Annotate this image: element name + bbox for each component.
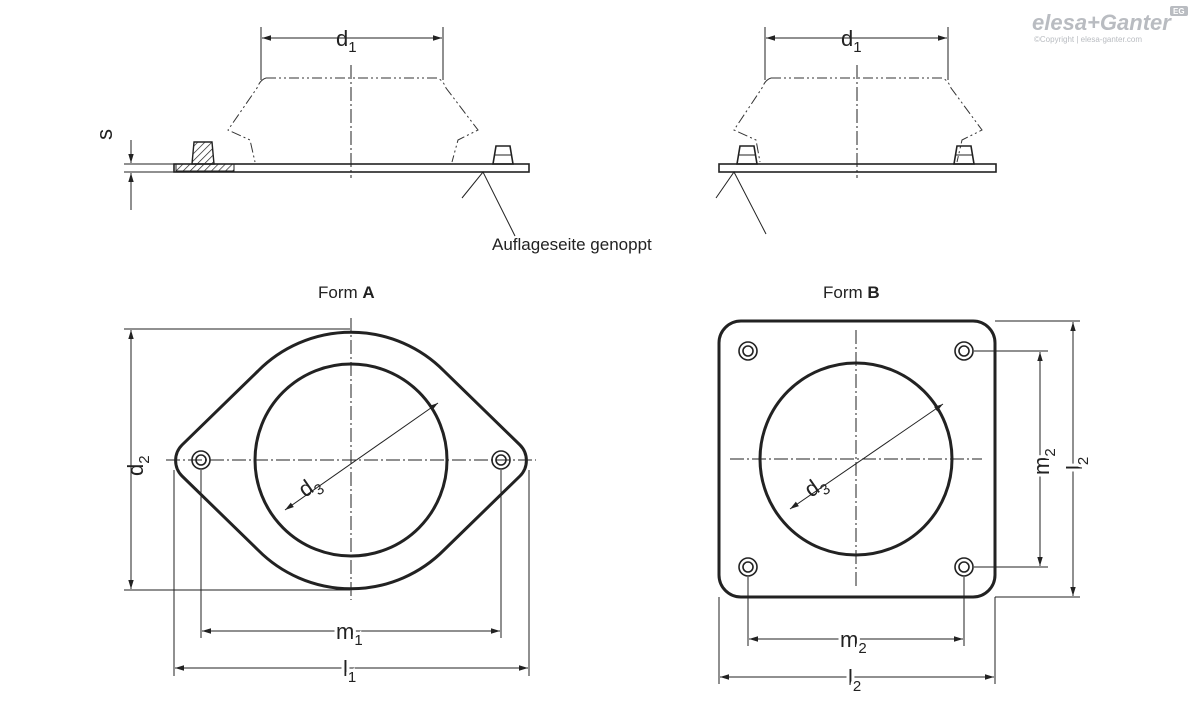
- brand-badge-text: EG: [1173, 7, 1185, 16]
- mounting-hole-br: [954, 557, 974, 577]
- brand-logo: elesa+Ganter EG ©Copyright | elesa-gante…: [1032, 6, 1188, 44]
- form-b-title: Form B: [823, 283, 880, 302]
- plate-section-hatch: [175, 163, 235, 172]
- s-label: s: [92, 129, 117, 140]
- d3-dimension-line-a: [284, 402, 439, 511]
- mounting-hole-bl-inner: [742, 561, 754, 573]
- support-side-leader: [461, 171, 516, 237]
- flange-outline-a: [174, 330, 528, 591]
- mounting-hole-tl-inner: [742, 345, 754, 357]
- stud-right-b: [953, 145, 975, 165]
- bell-outline-a: [227, 77, 479, 163]
- l2-label-right: l2: [1062, 457, 1092, 470]
- base-plate-b: [718, 163, 997, 173]
- stud-section-a: [191, 141, 215, 165]
- m2-label-right: m2: [1029, 448, 1059, 475]
- top-view-form-b: Form B d3 m2 l2 m2 l2: [717, 283, 1095, 698]
- stud-right-a: [492, 145, 514, 165]
- form-a-title: Form A: [318, 283, 375, 302]
- mounting-hole-tr: [954, 341, 974, 361]
- side-view-form-a: d1 s Auflageseite genoppt: [92, 26, 652, 254]
- square-plate-outline: [717, 319, 997, 599]
- l2-label-bottom: l2: [848, 665, 861, 695]
- m1-label: m1: [336, 619, 363, 649]
- bell-outline-b: [733, 77, 983, 163]
- m2-label-bottom: m2: [840, 627, 867, 657]
- stud-left-b: [736, 145, 758, 165]
- side-view-form-b: d1: [715, 26, 997, 235]
- mounting-hole-tr-inner: [958, 345, 970, 357]
- d1-label-a: d1: [336, 26, 357, 56]
- d3-label-b: d3: [800, 470, 834, 506]
- mounting-hole-tl: [738, 341, 758, 361]
- top-view-form-a: Form A d3 d2 m1 l1: [123, 283, 536, 689]
- support-side-leader-b: [715, 171, 767, 235]
- brand-logo-text: elesa+Ganter: [1032, 10, 1172, 35]
- brand-copyright: ©Copyright | elesa-ganter.com: [1034, 35, 1142, 44]
- l1-label: l1: [343, 656, 356, 686]
- mounting-hole-bl: [738, 557, 758, 577]
- d1-label-b: d1: [841, 26, 862, 56]
- brand-badge: [1170, 6, 1188, 16]
- support-side-note: Auflageseite genoppt: [492, 235, 652, 254]
- d3-dimension-line-b: [789, 403, 944, 510]
- d2-label: d2: [123, 455, 153, 476]
- base-plate-a: [173, 163, 530, 173]
- mounting-hole-br-inner: [958, 561, 970, 573]
